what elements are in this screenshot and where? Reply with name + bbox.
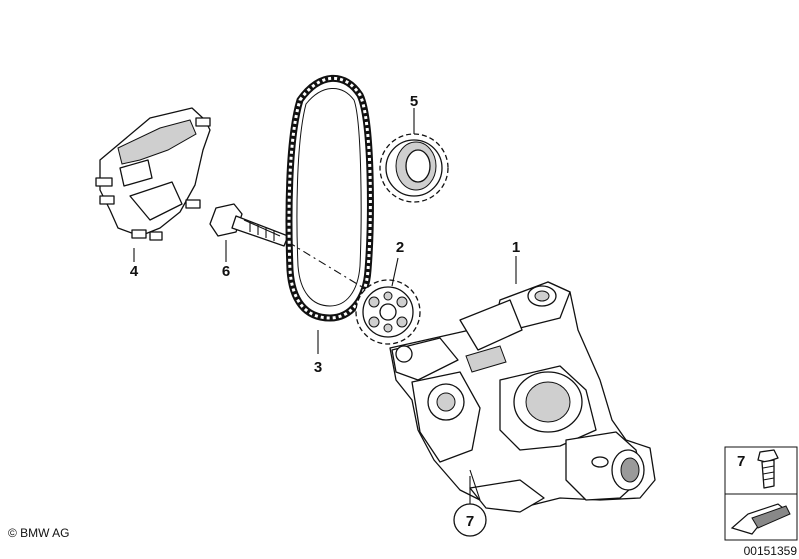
roller-chain-icon[interactable] [285,74,374,322]
legend-callout-7: 7 [737,453,745,470]
chain-guide-cover-icon[interactable] [95,107,211,241]
callout-4: 4 [130,263,139,280]
callout-2: 2 [396,239,404,256]
arrow-icon [730,503,791,535]
drive-sprocket-icon[interactable] [355,279,421,345]
copyright-text: © BMW AG [8,526,70,540]
callout-7: 7 [466,513,474,530]
callout-3: 3 [314,359,322,376]
flange-bolt-icon[interactable] [757,449,779,489]
oil-pump-icon[interactable] [389,281,656,513]
hex-bolt-icon[interactable] [209,203,289,247]
diagram-number: 00151359 [744,544,798,558]
callout-7-circle [453,503,487,537]
callout-1: 1 [512,239,520,256]
crank-sprocket-icon[interactable] [379,133,449,203]
callout-6: 6 [222,263,230,280]
legend-box: 7 [724,446,798,541]
callout-5: 5 [410,93,418,110]
